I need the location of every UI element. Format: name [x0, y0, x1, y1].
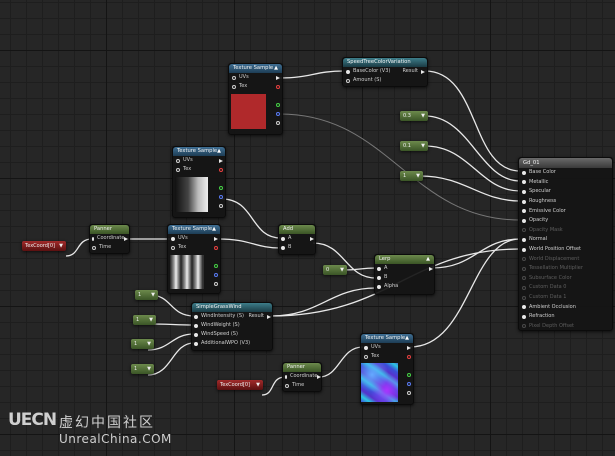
- uecn-logo: UECN: [8, 410, 57, 430]
- material-input-label: Emissive Color: [529, 207, 566, 214]
- pin-icon: [522, 314, 526, 319]
- watermark-site-text: UnrealChina.COM: [59, 432, 172, 446]
- material-input-pin[interactable]: Specular: [519, 187, 612, 197]
- material-input-label: Subsurface Color: [529, 274, 572, 281]
- material-input-pin[interactable]: Opacity: [519, 216, 612, 226]
- simple-grass-wind-node[interactable]: SimpleGrassWind WindIntensity (S)Result …: [191, 302, 273, 351]
- material-input-pin[interactable]: Subsurface Color: [519, 274, 612, 284]
- material-input-label: Tessellation Multiplier: [529, 265, 583, 272]
- material-input-pin[interactable]: Emissive Color: [519, 206, 612, 216]
- watermark-cn-text: 虚幻中国社区: [59, 415, 155, 431]
- material-input-label: World Position Offset: [529, 246, 581, 253]
- material-input-pin[interactable]: Custom Data 0: [519, 283, 612, 293]
- constant-node-1-a[interactable]: 1▼: [135, 290, 158, 300]
- material-input-pin[interactable]: Tessellation Multiplier: [519, 264, 612, 274]
- material-input-pin[interactable]: Roughness: [519, 197, 612, 207]
- speedtree-color-variation-node[interactable]: SpeedTreeColorVariation BaseColor (V3)Re…: [342, 57, 428, 87]
- node-header: Texture Sample▲: [168, 225, 220, 234]
- material-input-pin[interactable]: Pixel Depth Offset: [519, 322, 612, 332]
- material-input-pin[interactable]: Metallic: [519, 178, 612, 188]
- pin-icon: [522, 247, 526, 252]
- material-input-label: World Displacement: [529, 255, 580, 262]
- constant-node-1-d[interactable]: 1▼: [131, 364, 154, 374]
- material-input-label: Opacity: [529, 217, 549, 224]
- pin-icon: [522, 209, 526, 214]
- material-input-pin[interactable]: Custom Data 1: [519, 293, 612, 303]
- node-header: Add: [279, 225, 315, 234]
- material-input-pin[interactable]: Normal: [519, 235, 612, 245]
- pin-icon: [522, 237, 526, 242]
- material-input-label: Metallic: [529, 178, 549, 185]
- pin-icon: [522, 218, 526, 223]
- material-input-label: Custom Data 0: [529, 284, 567, 291]
- material-input-pin[interactable]: Base Color: [519, 168, 612, 178]
- pin-icon: [522, 228, 526, 233]
- material-input-pin[interactable]: World Position Offset: [519, 245, 612, 255]
- material-input-label: Ambient Occlusion: [529, 303, 576, 310]
- node-header: Gd_01: [519, 158, 612, 168]
- material-input-label: Opacity Mask: [529, 226, 563, 233]
- node-header: Texture Sample▲: [229, 64, 282, 73]
- texcoord-node-left[interactable]: TexCoord[0]▼: [22, 241, 66, 251]
- material-input-pin[interactable]: Opacity Mask: [519, 226, 612, 236]
- material-input-label: Refraction: [529, 313, 555, 320]
- pin-icon: [522, 266, 526, 271]
- pin-icon: [522, 305, 526, 310]
- constant-node-0[interactable]: 0▼: [323, 265, 347, 275]
- texture-sample-node-normal[interactable]: Texture Sample▲ UVs Tex: [360, 333, 414, 405]
- pin-icon: [522, 199, 526, 204]
- texture-preview-red: [231, 94, 266, 129]
- material-input-label: Roughness: [529, 198, 557, 205]
- pin-icon: [522, 170, 526, 175]
- constant-node-1-c[interactable]: 1▼: [131, 339, 154, 349]
- texture-preview-stripes: [170, 255, 204, 289]
- material-input-label: Specular: [529, 188, 551, 195]
- texture-sample-node-gradient[interactable]: Texture Sample▲ UVs Tex: [172, 146, 226, 218]
- panner-node-bottom[interactable]: Panner Coordinate Time: [282, 362, 322, 392]
- texture-sample-node-stripes[interactable]: Texture Sample▲ UVs Tex: [167, 224, 221, 294]
- pin-icon: [522, 189, 526, 194]
- texcoord-node-bottom[interactable]: TexCoord[0]▼: [217, 380, 263, 390]
- node-header: Lerp▲: [375, 255, 434, 264]
- node-header: SimpleGrassWind: [192, 303, 272, 312]
- pin-icon: [522, 324, 526, 329]
- panner-node-left[interactable]: Panner Coordinate Time: [89, 224, 130, 254]
- pin-icon: [522, 257, 526, 262]
- constant-node-1-b[interactable]: 1▼: [133, 315, 156, 325]
- node-header: Panner: [283, 363, 321, 372]
- pin-icon: [522, 285, 526, 290]
- unrealchina-watermark: UECN 虚幻中国社区 UnrealChina.COM: [6, 408, 206, 452]
- node-header: SpeedTreeColorVariation: [343, 58, 427, 67]
- pin-icon: [522, 295, 526, 300]
- material-input-pin[interactable]: World Displacement: [519, 254, 612, 264]
- material-input-label: Pixel Depth Offset: [529, 322, 574, 329]
- pin-icon: [522, 276, 526, 281]
- constant-node-0-1[interactable]: 0.1▼: [400, 141, 428, 151]
- material-input-label: Custom Data 1: [529, 294, 567, 301]
- material-input-pin[interactable]: Refraction: [519, 312, 612, 322]
- constant-node-1-roughness[interactable]: 1▼: [400, 171, 423, 181]
- lerp-node[interactable]: Lerp▲ A B Alpha: [374, 254, 435, 295]
- texture-preview-normal: [361, 363, 398, 402]
- pin-icon: [522, 180, 526, 185]
- texture-sample-node-red[interactable]: Texture Sample▲ UVs Tex: [228, 63, 283, 135]
- material-input-pin[interactable]: Ambient Occlusion: [519, 302, 612, 312]
- constant-node-0-3[interactable]: 0.3▼: [400, 111, 428, 121]
- node-header: Texture Sample▲: [361, 334, 413, 343]
- material-input-label: Normal: [529, 236, 548, 243]
- material-input-label: Base Color: [529, 169, 556, 176]
- node-header: Texture Sample▲: [173, 147, 225, 156]
- node-header: Panner: [90, 225, 129, 234]
- add-node[interactable]: Add A B: [278, 224, 316, 255]
- texture-preview-gradient: [175, 177, 208, 212]
